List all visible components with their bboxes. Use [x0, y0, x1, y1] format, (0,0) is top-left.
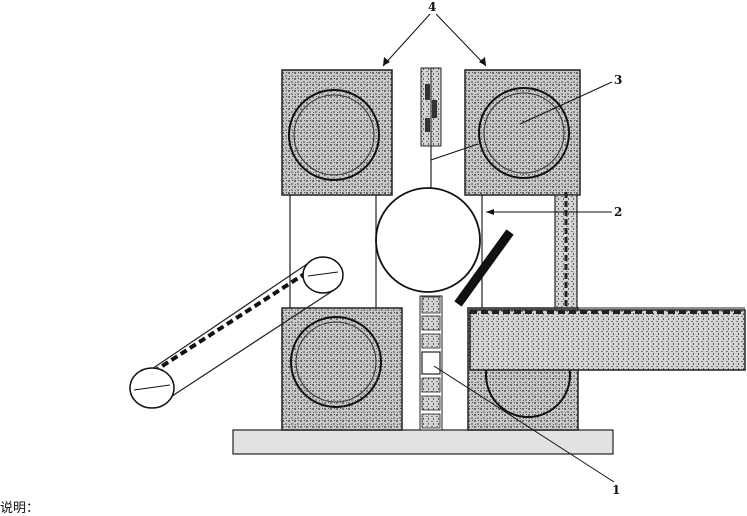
inclined-feed-roller — [129, 256, 344, 409]
label-1: 1 — [612, 483, 620, 497]
caption-text: 说明： — [0, 501, 40, 516]
bottom-slotted-column — [419, 295, 443, 431]
scraper-blade — [454, 229, 514, 307]
top-slotted-strip — [420, 67, 442, 147]
label-2: 2 — [614, 205, 622, 219]
label-4: 4 — [428, 0, 436, 14]
label-3: 3 — [614, 73, 622, 87]
top-right-block — [464, 69, 581, 196]
bottom-left-block — [281, 307, 403, 431]
central-circle — [375, 187, 481, 293]
base-plate — [232, 429, 614, 455]
top-left-block — [281, 69, 393, 196]
right-conveyor — [469, 307, 746, 371]
right-vertical-belt — [554, 192, 578, 311]
